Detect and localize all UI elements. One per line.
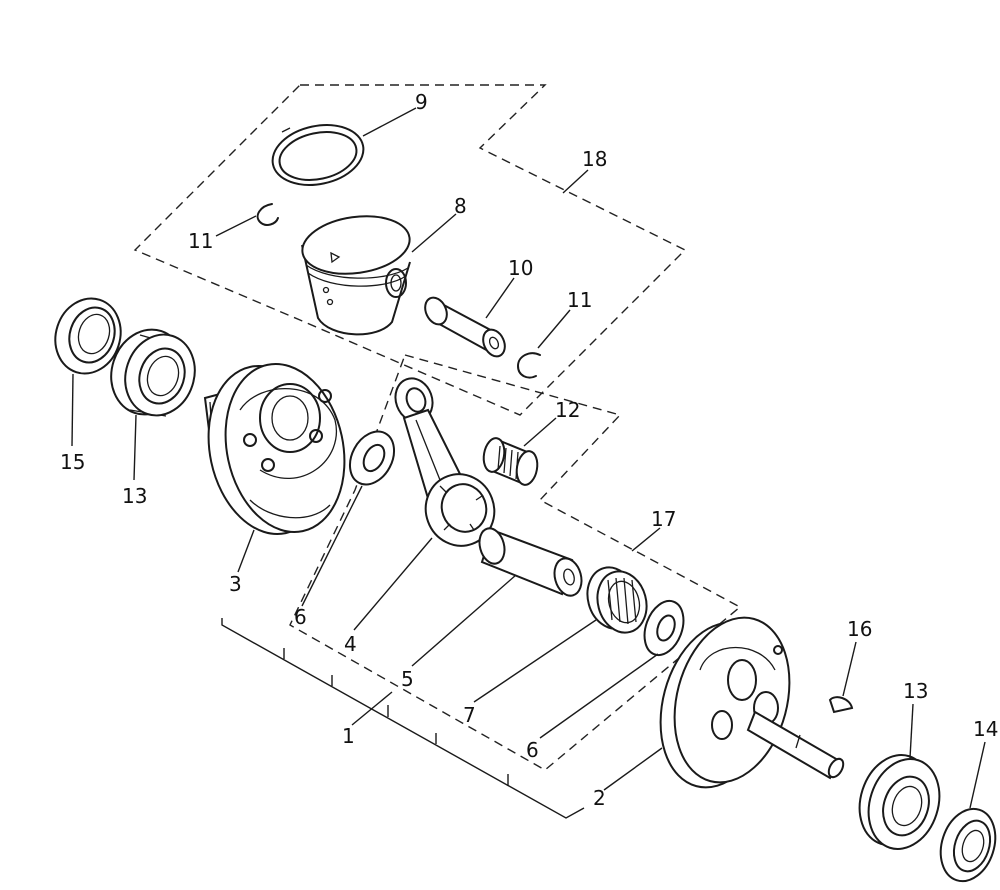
- callout-6-left: 6: [294, 605, 307, 629]
- piston-pin: [424, 296, 506, 358]
- callout-10: 10: [508, 256, 533, 280]
- piston-ring: [271, 124, 365, 186]
- callout-5: 5: [401, 667, 414, 691]
- leader-6a: [301, 485, 363, 607]
- callout-4: 4: [344, 632, 357, 656]
- leader-16: [842, 641, 857, 697]
- connecting-rod: [394, 377, 496, 547]
- callout-11-right: 11: [567, 288, 592, 312]
- callout-17: 17: [651, 507, 676, 531]
- leader-14: [969, 741, 986, 809]
- leader-5: [411, 574, 517, 667]
- piston-kit-group-outline: [133, 84, 687, 416]
- circlip-right: [517, 352, 541, 379]
- callout-9: 9: [415, 90, 428, 114]
- leader-13b: [909, 703, 914, 759]
- leader-18: [562, 169, 589, 194]
- leader-8: [411, 213, 457, 253]
- leader-12: [523, 417, 557, 447]
- callout-18: 18: [582, 147, 607, 171]
- callout-8: 8: [454, 194, 467, 218]
- callout-14: 14: [973, 717, 998, 741]
- leader-11b: [537, 309, 571, 349]
- leader-9: [362, 107, 417, 137]
- callout-11-left: 11: [188, 229, 213, 253]
- crank-half-right: [659, 616, 845, 789]
- leader-10: [485, 277, 515, 319]
- leader-1: [351, 691, 393, 726]
- main-bearing-right: [858, 754, 941, 850]
- big-end-bearing: [586, 566, 648, 634]
- oil-seal-right: [939, 807, 997, 883]
- callout-2: 2: [593, 786, 606, 810]
- leader-7: [473, 619, 597, 703]
- leader-11a: [215, 215, 257, 237]
- crankshaft-assembly-bracket: [221, 618, 585, 819]
- leader-3: [237, 529, 255, 573]
- callout-13-right: 13: [903, 679, 928, 703]
- circlip-left: [256, 203, 279, 226]
- main-bearing-left: [110, 328, 196, 417]
- leader-15: [71, 373, 74, 447]
- leader-2: [603, 747, 663, 791]
- conrod-kit-group-outline: [289, 354, 742, 771]
- leader-6b: [539, 653, 659, 739]
- small-end-bearing: [482, 437, 539, 486]
- crank-half-left: [203, 362, 346, 536]
- piston: [301, 215, 411, 336]
- callout-12: 12: [555, 398, 580, 422]
- callout-3: 3: [229, 572, 242, 596]
- callout-1: 1: [342, 724, 355, 748]
- leader-4: [353, 537, 433, 631]
- leader-17: [631, 527, 661, 552]
- oil-seal-left: [54, 297, 122, 375]
- leader-13a: [133, 414, 137, 481]
- thrust-washer-right: [643, 599, 685, 657]
- crank-pin: [478, 527, 583, 597]
- callout-16: 16: [847, 617, 872, 641]
- callout-13-left: 13: [122, 484, 147, 508]
- callout-15: 15: [60, 450, 85, 474]
- thrust-washer-left: [348, 430, 396, 486]
- woodruff-key: [828, 696, 854, 714]
- callout-7: 7: [463, 703, 476, 727]
- callout-6-right: 6: [526, 738, 539, 762]
